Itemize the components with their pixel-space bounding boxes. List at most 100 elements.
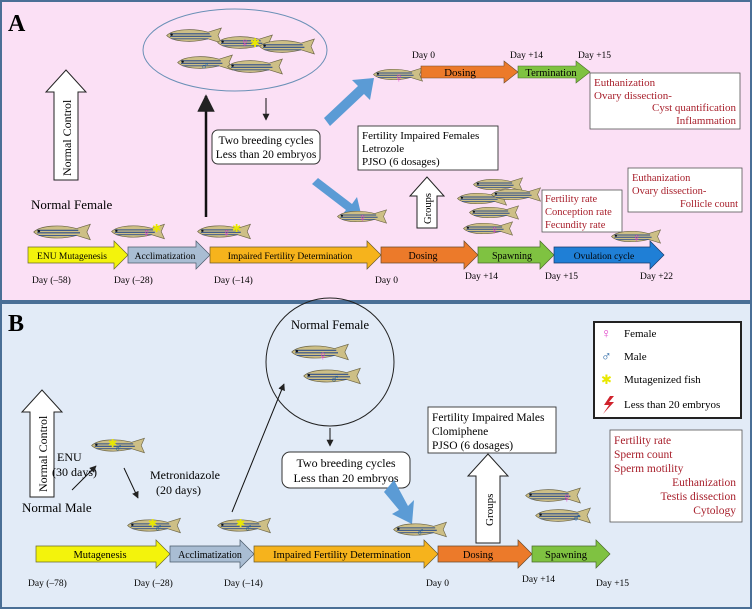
top-result-3: Cyst quantification bbox=[652, 102, 737, 114]
timeline-a-day-4: Day 0 bbox=[375, 276, 398, 286]
groups-arrow-a: Groups bbox=[408, 176, 446, 229]
timeline-a-day-3: Day (–14) bbox=[214, 275, 253, 286]
breeding-line2-a: Less than 20 embryos bbox=[216, 149, 317, 161]
fertility-box-b-line2: Clomiphene bbox=[432, 426, 488, 438]
legend-less-embryos: Less than 20 embryos bbox=[624, 399, 720, 411]
timeline-b-label-ifd: Impaired Fertility Determination bbox=[273, 550, 411, 561]
svg-text:Groups: Groups bbox=[484, 494, 496, 526]
top-result-box bbox=[589, 72, 741, 130]
timeline-b-day-2: Day (–28) bbox=[134, 578, 173, 589]
svg-text:♂: ♂ bbox=[114, 441, 123, 455]
breeding-line2-b: Less than 20 embryos bbox=[294, 471, 399, 485]
timeline-a-arrow-ifd bbox=[209, 240, 382, 270]
enu-arrow-b bbox=[71, 465, 97, 491]
timeline-b-arrow-mutagenesis bbox=[35, 539, 171, 569]
svg-text:✱: ✱ bbox=[236, 518, 245, 530]
svg-text:♀: ♀ bbox=[222, 226, 231, 240]
timeline-b-arrow-ifd bbox=[253, 539, 439, 569]
big-arrow-down-a bbox=[312, 178, 362, 218]
top-arrow-termination bbox=[517, 60, 591, 84]
svg-text:Normal Control: Normal Control bbox=[36, 415, 50, 492]
svg-text:♂: ♂ bbox=[154, 521, 163, 535]
timeline-a-arrow-spawning bbox=[477, 240, 555, 270]
right-result-1: Euthanization bbox=[632, 173, 691, 184]
big-arrow-up-a bbox=[324, 78, 374, 126]
timeline-b-day-6: Day +15 bbox=[596, 579, 629, 589]
legend-male-icon: ♂ bbox=[601, 350, 612, 365]
result-b-5: Testis dissection bbox=[660, 491, 736, 503]
top-result-4: Inflammation bbox=[676, 115, 736, 127]
normal-female-circle-b bbox=[265, 297, 395, 427]
timeline-b-label-acclim: Acclimatization bbox=[178, 550, 242, 561]
metro-arrow-b bbox=[123, 467, 139, 499]
svg-text:♂: ♂ bbox=[416, 525, 425, 539]
timeline-b-day-3: Day (–14) bbox=[224, 578, 263, 589]
timeline-b-day-1: Day (–78) bbox=[28, 578, 67, 589]
timeline-a-day-2: Day (–28) bbox=[114, 275, 153, 286]
top-arrow-dosing bbox=[420, 60, 519, 84]
panel-b-label: B bbox=[8, 311, 24, 337]
panel-a-label: A bbox=[8, 11, 26, 37]
svg-text:Groups: Groups bbox=[423, 193, 434, 224]
top-arrow-termination-label: Termination bbox=[525, 68, 577, 79]
timeline-b-arrow-dosing bbox=[437, 539, 533, 569]
svg-text:♀: ♀ bbox=[358, 211, 367, 225]
fertility-box-b-line1: Fertility Impaired Males bbox=[432, 412, 545, 424]
female-symbol: ♀ bbox=[240, 35, 250, 50]
top-day-14: Day +14 bbox=[510, 51, 543, 61]
timeline-a-label-enu: ENU Mutagenesis bbox=[37, 252, 107, 262]
timeline-a-day-7: Day +22 bbox=[640, 272, 673, 282]
result-b-6: Cytology bbox=[693, 505, 736, 517]
male-symbol: ♂ bbox=[200, 58, 210, 73]
svg-text:♂: ♂ bbox=[244, 521, 253, 535]
timeline-b-arrow-spawning bbox=[531, 539, 611, 569]
svg-text:♀: ♀ bbox=[490, 223, 499, 237]
timeline-a-arrow-ovulation bbox=[553, 240, 665, 270]
legend-female-icon: ♀ bbox=[601, 327, 612, 342]
timeline-b-day-5: Day +14 bbox=[522, 575, 555, 585]
breeding-line1-b: Two breeding cycles bbox=[296, 456, 395, 470]
fertility-box-a-line3: PJSO (6 dosages) bbox=[362, 156, 440, 168]
timeline-a-day-1: Day (–58) bbox=[32, 275, 71, 286]
result-b-3: Sperm motility bbox=[614, 463, 684, 475]
breeding-line1-a: Two breeding cycles bbox=[219, 135, 315, 147]
mid-result-box bbox=[541, 189, 623, 233]
enu-days-b: (30 days) bbox=[52, 465, 97, 479]
svg-text:✱: ✱ bbox=[108, 438, 117, 450]
groups-arrow-b: Groups bbox=[466, 453, 510, 544]
breeding-box-a bbox=[211, 129, 321, 165]
top-arrow-dosing-label: Dosing bbox=[444, 67, 476, 79]
legend-box bbox=[593, 321, 742, 419]
top-day-15: Day +15 bbox=[578, 51, 611, 61]
top-day-0: Day 0 bbox=[412, 51, 435, 61]
timeline-a-label-spawning: Spawning bbox=[492, 251, 532, 262]
timeline-b-label-dosing: Dosing bbox=[463, 550, 494, 561]
svg-text:♀: ♀ bbox=[562, 490, 572, 505]
svg-text:♀: ♀ bbox=[318, 348, 328, 363]
timeline-b-label-spawning: Spawning bbox=[545, 550, 588, 561]
normal-control-arrow-a: Normal Control bbox=[44, 69, 88, 181]
timeline-a-label-ovulation: Ovulation cycle bbox=[574, 252, 634, 262]
mid-result-3: Fecundity rate bbox=[545, 220, 606, 231]
normal-male-label-b: Normal Male bbox=[22, 500, 92, 515]
mid-result-1: Fertility rate bbox=[545, 194, 598, 205]
breeding-box-b bbox=[281, 451, 411, 489]
svg-text:✱: ✱ bbox=[152, 223, 161, 235]
top-result-2: Ovary dissection- bbox=[594, 90, 672, 102]
legend-mutagenized-icon: ✱ bbox=[601, 372, 612, 387]
normal-female-label-b: Normal Female bbox=[291, 318, 370, 332]
right-result-3: Follicle count bbox=[680, 199, 738, 210]
normal-control-label-a: Normal Control bbox=[60, 99, 74, 176]
fertility-box-a bbox=[357, 125, 499, 171]
svg-text:✱: ✱ bbox=[232, 223, 241, 235]
timeline-b-arrow-acclim bbox=[169, 539, 255, 569]
timeline-a-label-dosing: Dosing bbox=[409, 251, 438, 262]
fertility-box-a-line1: Fertility Impaired Females bbox=[362, 130, 479, 142]
result-b-1: Fertility rate bbox=[614, 435, 671, 447]
fertility-box-b-line3: PJSO (6 dosages) bbox=[432, 440, 513, 452]
timeline-a-arrow-dosing bbox=[380, 240, 479, 270]
legend-mutagenized: Mutagenized fish bbox=[624, 374, 701, 386]
timeline-a-day-5: Day +14 bbox=[465, 272, 498, 282]
breeding-group-ellipse-a bbox=[142, 8, 328, 92]
